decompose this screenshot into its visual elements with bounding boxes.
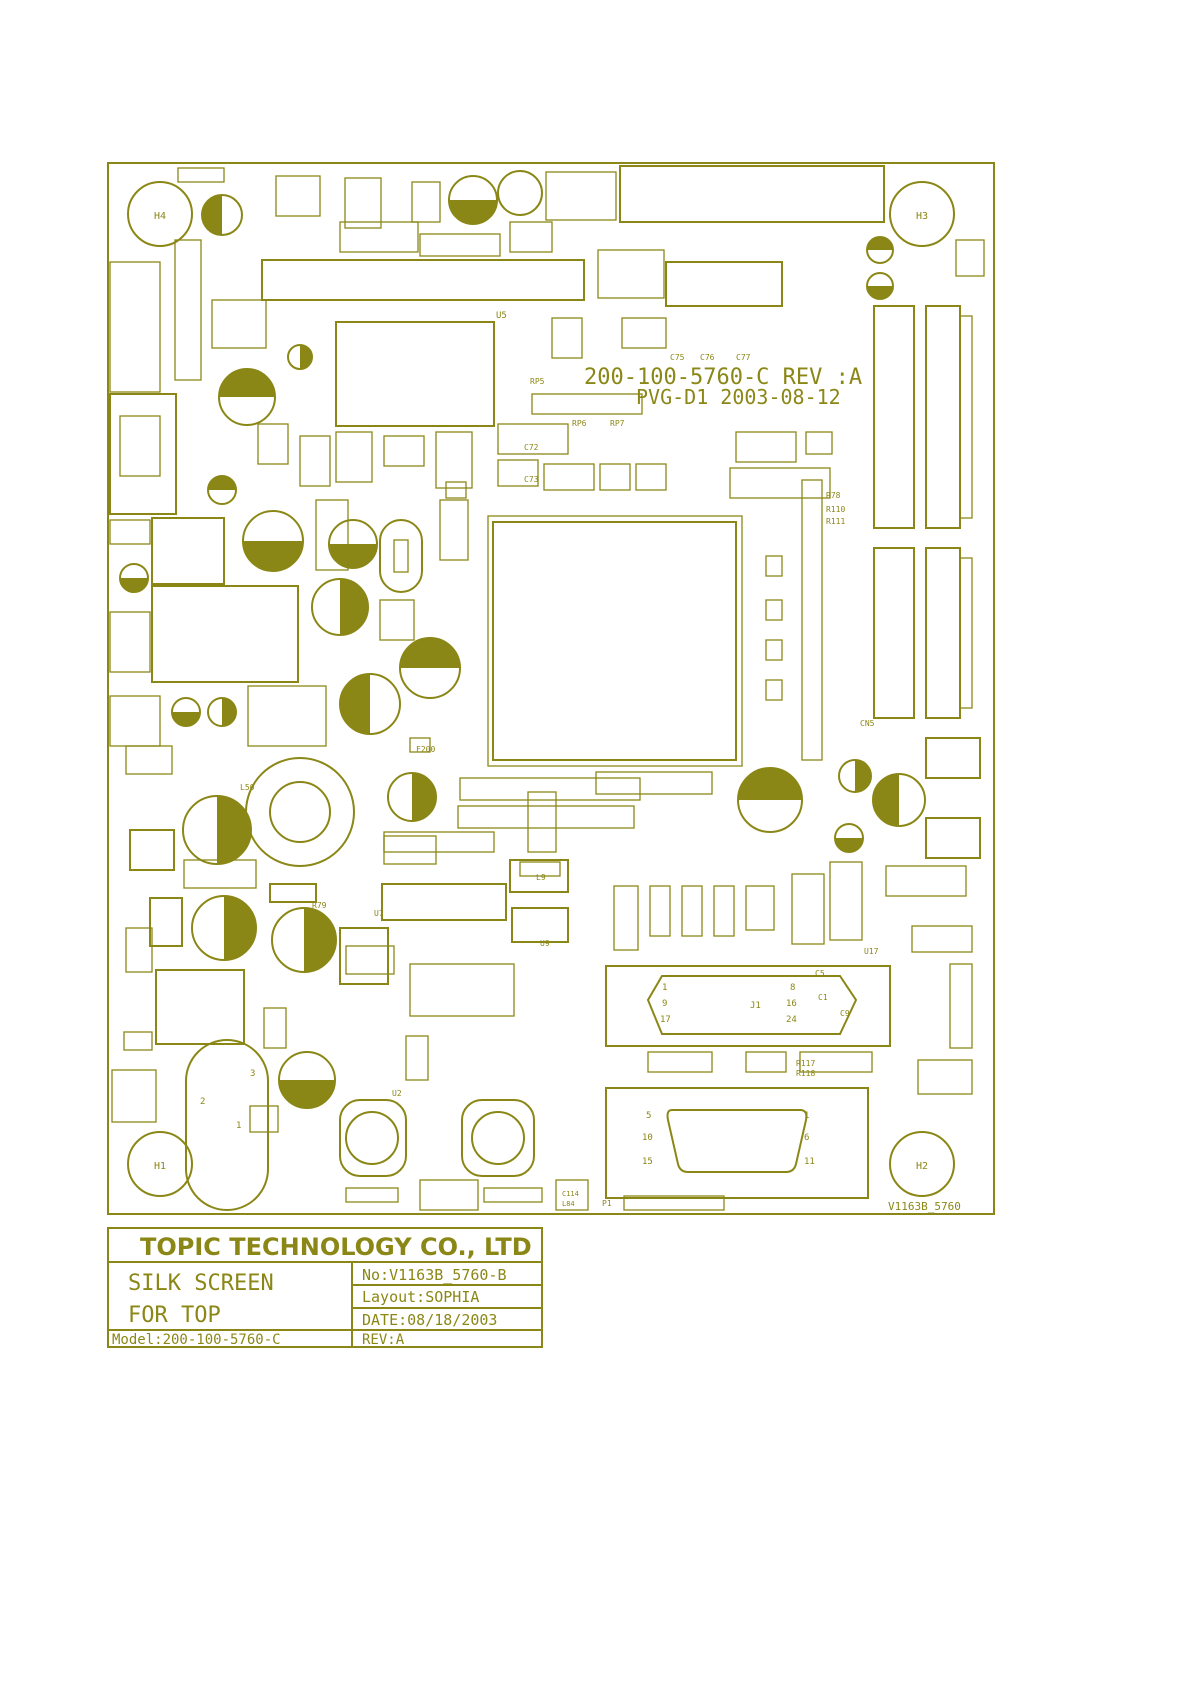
svg-text:L84: L84 [562, 1200, 575, 1208]
right-top-ic [665, 261, 783, 307]
svg-text:RP6: RP6 [572, 419, 587, 428]
title-block-company: TOPIC TECHNOLOGY CO., LTD [140, 1233, 532, 1261]
electrolytic-caps [119, 170, 926, 1109]
svg-text:24: 24 [786, 1015, 797, 1025]
toroid-inductor: L50 [240, 757, 355, 867]
title-block-title-1: SILK SCREEN [128, 1271, 274, 1296]
svg-text:17: 17 [660, 1015, 671, 1025]
board-outline [107, 162, 995, 1215]
board-part-number: 200-100-5760-C REV :A [584, 365, 862, 390]
mounting-hole-h2: H2 [889, 1131, 955, 1197]
svg-text:R111: R111 [826, 517, 845, 526]
right-top-ic-2 [597, 249, 665, 299]
svg-text:8: 8 [790, 983, 795, 993]
board-corner-code: V1163B_5760 [888, 1200, 961, 1213]
svg-text:F200: F200 [416, 745, 435, 754]
svg-text:C1: C1 [818, 993, 828, 1002]
svg-text:CN5: CN5 [860, 719, 875, 728]
svg-text:RP5: RP5 [530, 377, 545, 386]
svg-text:5: 5 [646, 1111, 651, 1121]
mounting-hole-h1: H1 [127, 1131, 193, 1197]
svg-text:R117: R117 [796, 1059, 815, 1068]
svg-text:1: 1 [236, 1121, 241, 1131]
left-power-section [109, 393, 469, 775]
svg-text:P1: P1 [602, 1199, 612, 1208]
mid-left-parts: R79 [111, 829, 327, 1133]
middle-ics: U7 U9 L9 [339, 771, 713, 1081]
bulk-capacitor: 1 2 3 [185, 1039, 269, 1211]
title-block-title-2: FOR TOP [128, 1303, 221, 1328]
crystal [379, 519, 423, 593]
svg-text:11: 11 [804, 1157, 815, 1167]
u5-chip [335, 321, 495, 427]
svg-text:C76: C76 [700, 353, 715, 362]
top-connector [619, 165, 885, 223]
svg-text:L50: L50 [240, 783, 255, 792]
top-left-components [109, 167, 617, 393]
mounting-hole-h3: H3 [889, 181, 955, 247]
svg-text:C77: C77 [736, 353, 751, 362]
dsub-connector-p1: 5 10 15 1 6 11 P1 [602, 1087, 869, 1208]
svg-text:R110: R110 [826, 505, 845, 514]
svg-text:C5: C5 [815, 969, 825, 978]
svg-text:C72: C72 [524, 443, 539, 452]
main-qfp-chip [487, 515, 743, 767]
svg-text:1: 1 [804, 1111, 809, 1121]
svg-text:U9: U9 [540, 939, 550, 948]
svg-text:15: 15 [642, 1157, 653, 1167]
title-block-number: No:V1163B_5760-B [362, 1266, 507, 1284]
chip-area-parts: F200 [257, 423, 641, 865]
svg-text:1: 1 [662, 983, 667, 993]
title-block-date: DATE:08/18/2003 [362, 1311, 497, 1329]
svg-text:2: 2 [200, 1097, 205, 1107]
bottom-round-components: U2 C114 L84 [339, 1089, 725, 1211]
svg-text:J1: J1 [750, 1001, 761, 1011]
svg-text:H4: H4 [154, 211, 166, 222]
dvi-connector-j1: 1 9 17 8 16 24 J1 C5 C1 C9 [605, 965, 891, 1047]
svg-text:H1: H1 [154, 1161, 166, 1172]
svg-text:H2: H2 [916, 1161, 928, 1172]
title-block: TOPIC TECHNOLOGY CO., LTD SILK SCREEN FO… [107, 1227, 543, 1348]
title-block-layout: Layout:SOPHIA [362, 1288, 479, 1306]
parts-row-above-j1: R117 R118 [613, 873, 873, 1078]
svg-text:L9: L9 [536, 873, 546, 882]
title-block-rev: REV:A [362, 1332, 405, 1348]
board-pvg-date: PVG-D1 2003-08-12 [636, 385, 841, 409]
fpc-connectors [873, 239, 985, 719]
svg-text:10: 10 [642, 1133, 653, 1143]
svg-text:C9: C9 [840, 1009, 850, 1018]
svg-text:C75: C75 [670, 353, 685, 362]
right-middle-parts: U17 CN5 [829, 719, 981, 1095]
svg-text:3: 3 [250, 1069, 255, 1079]
svg-text:R118: R118 [796, 1069, 815, 1078]
svg-text:H3: H3 [916, 211, 928, 222]
svg-text:6: 6 [804, 1133, 809, 1143]
svg-text:U7: U7 [374, 909, 384, 918]
header-strip-top [261, 259, 585, 301]
u5-label: U5 [496, 311, 507, 321]
title-block-model: Model:200-100-5760-C [112, 1332, 281, 1348]
mounting-hole-h4: H4 [127, 181, 193, 247]
svg-text:C73: C73 [524, 475, 539, 484]
svg-text:RP7: RP7 [610, 419, 625, 428]
svg-text:R79: R79 [312, 901, 327, 910]
svg-text:R78: R78 [826, 491, 841, 500]
svg-text:U17: U17 [864, 947, 879, 956]
svg-text:9: 9 [662, 999, 667, 1009]
right-component-column: R78 R110 R111 [765, 479, 845, 761]
svg-text:U2: U2 [392, 1089, 402, 1098]
svg-text:C114: C114 [562, 1190, 579, 1198]
resistor-networks: RP5 RP6 RP7 C72 C73 C75 C76 C77 [497, 317, 833, 499]
svg-text:16: 16 [786, 999, 797, 1009]
